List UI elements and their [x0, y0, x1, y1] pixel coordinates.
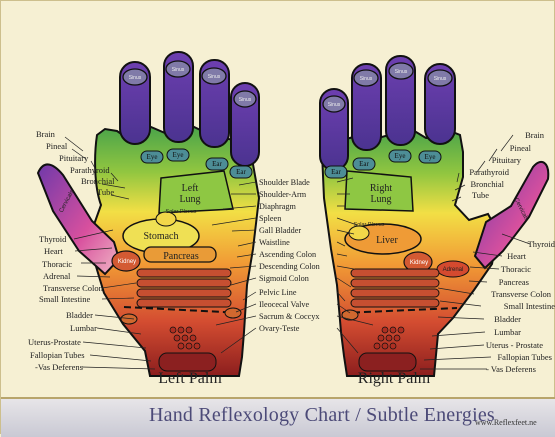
left-lung-word-1: Left: [182, 183, 199, 194]
label-left-lumbar: Lumbar: [70, 323, 97, 333]
right-liver-label: Liver: [376, 235, 398, 246]
label-ovary-teste: Ovary-Teste: [259, 324, 300, 333]
label-left-vas-deferens: -Vas Deferens: [35, 362, 83, 372]
label-left-thyroid: Thyroid: [39, 234, 67, 244]
label-ascending-colon: Ascending Colon: [259, 250, 316, 259]
label-left-pineal: Pineal: [46, 141, 68, 151]
label-pelvic-line: Pelvic Line: [259, 288, 297, 297]
website-label: www.Reflexfeet.ne: [475, 418, 537, 427]
label-diaphragm: Diaphragm: [259, 202, 296, 211]
left-stomach-label: Stomach: [144, 231, 179, 242]
right-sinus-label-4: Sinus: [434, 76, 447, 82]
label-shoulder-blade: Shoulder Blade: [259, 178, 310, 187]
left-sinus-label-4: Sinus: [239, 97, 252, 103]
right-ear-label-2: Ear: [359, 160, 369, 168]
left-sinus-label-3: Sinus: [208, 74, 221, 80]
label-right-small-intestine: Small Intestine: [504, 301, 555, 311]
label-left-bronchial: Bronchial: [81, 176, 115, 186]
middle-labels: Shoulder Blade Shoulder-Arm Diaphragm Sp…: [259, 178, 320, 333]
label-gall-bladder: Gall Bladder: [259, 226, 301, 235]
label-right-vas-deferens: - Vas Deferens: [486, 364, 536, 374]
label-left-small-intestine: Small Intestine: [39, 294, 90, 304]
label-right-parathyroid: Parathyroid: [469, 167, 509, 177]
label-waistline: Waistline: [259, 238, 290, 247]
chart-title: Hand Reflexology Chart / Subtle Energies: [149, 404, 495, 427]
label-descending-colon: Descending Colon: [259, 262, 320, 271]
right-eye-label-1: Eye: [395, 152, 406, 160]
right-ear-label-1: Ear: [331, 168, 341, 176]
right-lung-word-1: Right: [370, 183, 392, 194]
label-right-pancreas: Pancreas: [499, 277, 529, 287]
left-ear-label-1: Ear: [212, 160, 222, 168]
label-right-heart: Heart: [507, 251, 527, 261]
label-right-lumbar: Lumbar: [494, 327, 521, 337]
right-lung-word-2: Lung: [370, 194, 391, 205]
label-left-transverse-colon: Transverse Colon: [43, 283, 104, 293]
label-ileocecal-valve: Ileocecal Valve: [259, 300, 309, 309]
right-adrenal-label: Adrenal: [443, 267, 464, 273]
label-left-brain: Brain: [36, 129, 56, 139]
label-left-fallopian-tubes: Fallopian Tubes: [30, 350, 85, 360]
label-left-heart: Heart: [44, 246, 64, 256]
label-right-bladder: Bladder: [494, 314, 521, 324]
label-left-parathyroid: Parathyroid: [70, 165, 110, 175]
left-solar-plexus-label: Solar Plexus: [166, 209, 197, 215]
left-pancreas-label: Pancreas: [163, 251, 199, 262]
label-right-fallopian-tubes: Fallopian Tubes: [497, 352, 552, 362]
label-right-bronchial: Bronchial: [470, 179, 504, 189]
left-sinus-label-2: Sinus: [172, 67, 185, 73]
label-right-thyroid: Thyroid: [528, 239, 555, 249]
left-sinus-label-1: Sinus: [129, 75, 142, 81]
right-sinus-label-3: Sinus: [395, 69, 408, 75]
left-lung-word-2: Lung: [179, 194, 200, 205]
right-kidney-label: Kidney: [410, 260, 428, 266]
label-right-pituitary: Pituitary: [492, 155, 522, 165]
label-sacrum-coccyx: Sacrum & Coccyx: [259, 312, 319, 321]
left-ear-label-2: Ear: [236, 168, 246, 176]
right-eye-label-2: Eye: [425, 153, 436, 161]
label-right-uterus-prostate: Uterus - Prostate: [486, 340, 543, 350]
left-kidney-label: Kidney: [118, 259, 136, 265]
label-left-thoracic: Thoracic: [42, 259, 72, 269]
left-eye-label-2: Eye: [173, 151, 184, 159]
label-left-adrenal: Adrenal: [43, 271, 71, 281]
right-hand: Sinus Sinus Sinus Sinus Ear Ear Eye Eye …: [320, 56, 548, 387]
label-right-tube: Tube: [472, 190, 489, 200]
label-sigmoid-colon: Sigmoid Colon: [259, 274, 309, 283]
right-sinus-label-2: Sinus: [360, 76, 373, 82]
right-solar-plexus-label: Solar Plexus: [354, 222, 385, 228]
left-palm-title: Left Palm: [158, 370, 222, 387]
label-shoulder-arm: Shoulder-Arm: [259, 190, 307, 199]
right-sinus-label-1: Sinus: [328, 102, 341, 108]
label-right-thoracic: Thoracic: [501, 264, 531, 274]
right-palm-title: Right Palm: [358, 370, 431, 387]
label-spleen: Spleen: [259, 214, 281, 223]
label-left-uterus-prostate: Uterus-Prostate: [28, 337, 81, 347]
label-right-pineal: Pineal: [510, 143, 532, 153]
left-eye-label-1: Eye: [147, 153, 158, 161]
label-right-brain: Brain: [525, 130, 545, 140]
label-right-transverse-colon: Transverse Colon: [491, 289, 552, 299]
label-left-bladder: Bladder: [66, 310, 93, 320]
